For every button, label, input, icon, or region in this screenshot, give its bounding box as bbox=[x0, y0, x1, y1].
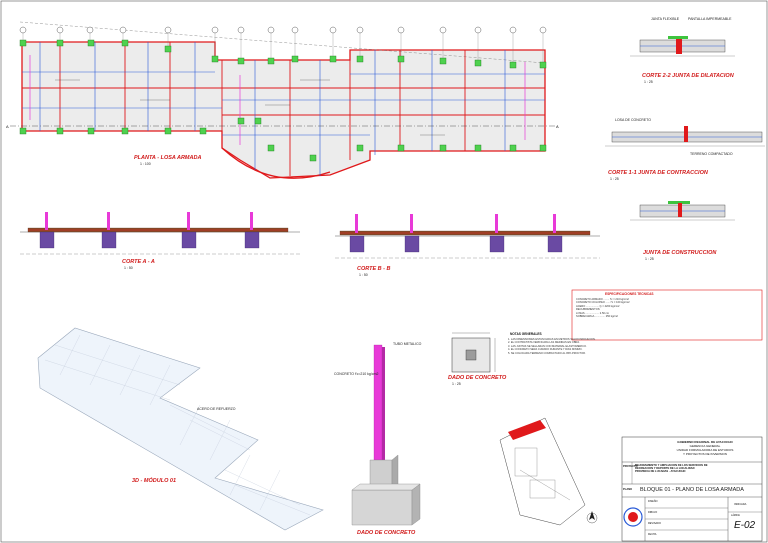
section-b-scale: 1 : 50 bbox=[359, 273, 368, 277]
scale-text: INDICADA bbox=[734, 503, 747, 506]
spec-line: CONCRETO CICLOPEO ...... f'c = 100 kg/cm… bbox=[576, 301, 630, 305]
section-a-scale: 1 : 50 bbox=[124, 266, 133, 270]
location-plan bbox=[499, 417, 598, 526]
module-3d-title: 3D - MÓDULO 01 bbox=[132, 478, 177, 484]
notes-heading: NOTAS GENERALES bbox=[510, 332, 542, 336]
lamina-label: LÁMINA bbox=[731, 514, 740, 517]
spec-line: ACERO .................. fy = 4200 kg/cm… bbox=[576, 304, 620, 308]
plan-title: PLANTA - LOSA ARMADA bbox=[134, 155, 202, 161]
joint-dilatacion-title: CORTE 2-2 JUNTA DE DILATACION bbox=[642, 73, 734, 79]
joint-contraccion-scale: 1 : 25 bbox=[610, 177, 619, 181]
callout-tubo: TUBO METALICO bbox=[393, 342, 422, 346]
callout-concreto: CONCRETO f'c=210 kg/cm2 bbox=[334, 372, 379, 376]
tb-row-label: FECHA bbox=[648, 533, 657, 536]
notes-lines: 1. LAS DIMENSIONES ESTAN DADAS EN METROS… bbox=[508, 338, 758, 355]
project-line: RECREACION Y DEPORTE DE LA LOCALIDAD bbox=[635, 467, 695, 470]
spec-line: SOBRECARGA .............. 250 kg/m2 bbox=[576, 315, 618, 319]
entity-line: UNIDAD FORMULADORA DE ESTUDIOS bbox=[676, 448, 734, 452]
dado-plan-title: DADO DE CONCRETO bbox=[448, 375, 507, 381]
svg-text:A: A bbox=[6, 124, 9, 129]
spec-line: LOSAS ................... 2.50 cm bbox=[576, 311, 610, 315]
tb-row-label: DIBUJO bbox=[648, 511, 658, 514]
callout-terreno: TERRENO COMPACTADO bbox=[690, 152, 733, 156]
callout-losa: LOSA DE CONCRETO bbox=[615, 118, 651, 122]
slab-plan: A A bbox=[6, 21, 559, 179]
dado-3d-title: DADO DE CONCRETO bbox=[357, 530, 416, 536]
project-lines: MEJORAMIENTO Y AMPLIACION DE LOS SERVICI… bbox=[635, 464, 760, 473]
specs-heading: ESPECIFICACIONES TECNICAS bbox=[605, 292, 654, 296]
joint-contraccion-title: CORTE 1-1 JUNTA DE CONTRACCION bbox=[608, 170, 708, 176]
joint-details bbox=[605, 36, 765, 221]
note-line: 2. EL CONTRATISTA VERIFICARA LAS MEDIDAS… bbox=[508, 341, 580, 345]
project-line: PROVINCIA DE LUCANAS - AYACUCHO bbox=[635, 470, 686, 473]
callout-acero: ACERO DE REFUERZO bbox=[197, 407, 236, 411]
plan-label: PLANO bbox=[623, 488, 633, 491]
joint-dilatacion-scale: 1 : 25 bbox=[644, 80, 653, 84]
joint-construccion-title: JUNTA DE CONSTRUCCION bbox=[643, 250, 717, 256]
section-a-title: CORTE A - A bbox=[122, 259, 155, 265]
project-label: PROYECTO bbox=[623, 465, 638, 468]
entity-line: Y PROYECTOS DE INVERSION bbox=[683, 452, 727, 456]
sheet-code: E-02 bbox=[734, 520, 756, 531]
specs-box bbox=[571, 289, 763, 341]
spec-line: RECUBRIMIENTOS: bbox=[576, 308, 601, 312]
section-a bbox=[20, 212, 300, 255]
title-block bbox=[621, 436, 763, 542]
slab-plan-fill bbox=[21, 41, 546, 179]
tb-row-label: DISEÑO bbox=[648, 500, 658, 503]
note-line: 1. LAS DIMENSIONES ESTAN DADAS EN METROS… bbox=[508, 338, 596, 341]
note-line: 5. SE COLOCARA TERRENO COMPACTADO AL 95%… bbox=[508, 351, 586, 355]
section-b-title: CORTE B - B bbox=[357, 266, 391, 272]
plan-scale: 1 : 100 bbox=[140, 162, 151, 166]
note-line: 4. EL CONCRETO SERA CURADO DURANTE 7 DIA… bbox=[508, 348, 583, 352]
dado-plan bbox=[451, 332, 496, 373]
callout-pantalla: PANTALLA IMPERMEABLE bbox=[688, 17, 732, 21]
joint-construccion-scale: 1 : 25 bbox=[645, 257, 654, 261]
entity-line: GOBIERNO REGIONAL DE AYACUCHO bbox=[677, 440, 733, 444]
sheet-title: BLOQUE 01 - PLANO DE LOSA ARMADA bbox=[640, 487, 744, 493]
callout-junta-flexible: JUNTA FLEXIBLE bbox=[651, 17, 680, 21]
project-line: MEJORAMIENTO Y AMPLIACION DE LOS SERVICI… bbox=[635, 464, 708, 467]
titleblock-entity: GOBIERNO REGIONAL DE AYACUCHO GERENCIA G… bbox=[650, 440, 760, 456]
specs-lines: CONCRETO ARMADO ........ f'c = 210 kg/cm… bbox=[576, 298, 760, 318]
entity-line: GERENCIA GENERAL bbox=[689, 444, 721, 448]
dado-plan-scale: 1 : 25 bbox=[452, 382, 461, 386]
module-3d bbox=[37, 327, 324, 531]
section-b bbox=[335, 214, 600, 259]
spec-line: CONCRETO ARMADO ........ f'c = 210 kg/cm… bbox=[576, 298, 629, 301]
tb-row-label: REVISADO bbox=[648, 522, 661, 525]
svg-text:A: A bbox=[556, 124, 559, 129]
note-line: 3. LAS JUNTAS SE SELLARAN CON MATERIAL E… bbox=[508, 344, 587, 348]
dado-3d bbox=[351, 344, 421, 526]
